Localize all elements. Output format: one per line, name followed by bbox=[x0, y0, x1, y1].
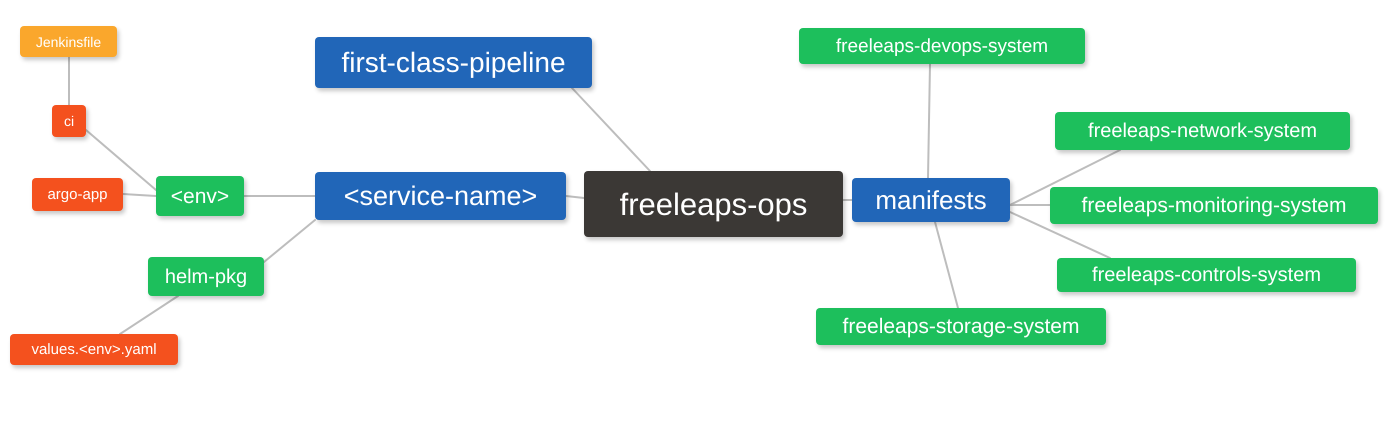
edge-first-class-pipeline-to-freeleaps-ops bbox=[571, 87, 651, 172]
node-label-manifests: manifests bbox=[875, 185, 987, 215]
node-label-freeleaps-ops: freeleaps-ops bbox=[619, 186, 808, 222]
node-helm-pkg[interactable]: helm-pkg bbox=[148, 257, 264, 296]
edge-helm-pkg-to-values-yaml bbox=[119, 295, 179, 335]
edge-service-name-to-helm-pkg bbox=[263, 219, 316, 263]
node-label-freeleaps-controls-system: freeleaps-controls-system bbox=[1092, 264, 1321, 286]
node-freeleaps-ops[interactable]: freeleaps-ops bbox=[584, 171, 843, 237]
node-label-argo-app: argo-app bbox=[47, 186, 108, 203]
node-freeleaps-controls-system[interactable]: freeleaps-controls-system bbox=[1057, 258, 1356, 292]
node-jenkinsfile[interactable]: Jenkinsfile bbox=[20, 26, 117, 57]
node-values-yaml[interactable]: values.<env>.yaml bbox=[10, 334, 178, 365]
node-label-first-class-pipeline: first-class-pipeline bbox=[341, 46, 566, 78]
node-freeleaps-network-system[interactable]: freeleaps-network-system bbox=[1055, 112, 1350, 150]
node-freeleaps-storage-system[interactable]: freeleaps-storage-system bbox=[816, 308, 1106, 345]
node-label-jenkinsfile: Jenkinsfile bbox=[35, 33, 102, 50]
node-label-freeleaps-storage-system: freeleaps-storage-system bbox=[842, 315, 1080, 338]
node-label-service-name: <service-name> bbox=[343, 180, 538, 211]
node-freeleaps-devops-system[interactable]: freeleaps-devops-system bbox=[799, 28, 1085, 64]
node-freeleaps-monitoring-system[interactable]: freeleaps-monitoring-system bbox=[1050, 187, 1378, 224]
edge-manifests-to-freeleaps-storage-system bbox=[934, 221, 959, 309]
edge-service-name-to-freeleaps-ops bbox=[565, 195, 585, 199]
node-first-class-pipeline[interactable]: first-class-pipeline bbox=[315, 37, 592, 88]
node-env[interactable]: <env> bbox=[156, 176, 244, 216]
node-label-freeleaps-monitoring-system: freeleaps-monitoring-system bbox=[1081, 194, 1347, 217]
node-label-values-yaml: values.<env>.yaml bbox=[31, 341, 157, 358]
node-label-env: <env> bbox=[170, 184, 230, 208]
node-ci[interactable]: ci bbox=[52, 105, 86, 137]
node-label-freeleaps-network-system: freeleaps-network-system bbox=[1088, 120, 1317, 142]
edge-manifests-to-freeleaps-devops-system bbox=[927, 63, 931, 179]
node-service-name[interactable]: <service-name> bbox=[315, 172, 566, 220]
edge-argo-app-to-env bbox=[122, 193, 157, 197]
node-argo-app[interactable]: argo-app bbox=[32, 178, 123, 211]
node-label-helm-pkg: helm-pkg bbox=[164, 265, 248, 288]
node-label-ci: ci bbox=[63, 113, 75, 129]
node-manifests[interactable]: manifests bbox=[852, 178, 1010, 222]
node-label-freeleaps-devops-system: freeleaps-devops-system bbox=[835, 35, 1049, 57]
